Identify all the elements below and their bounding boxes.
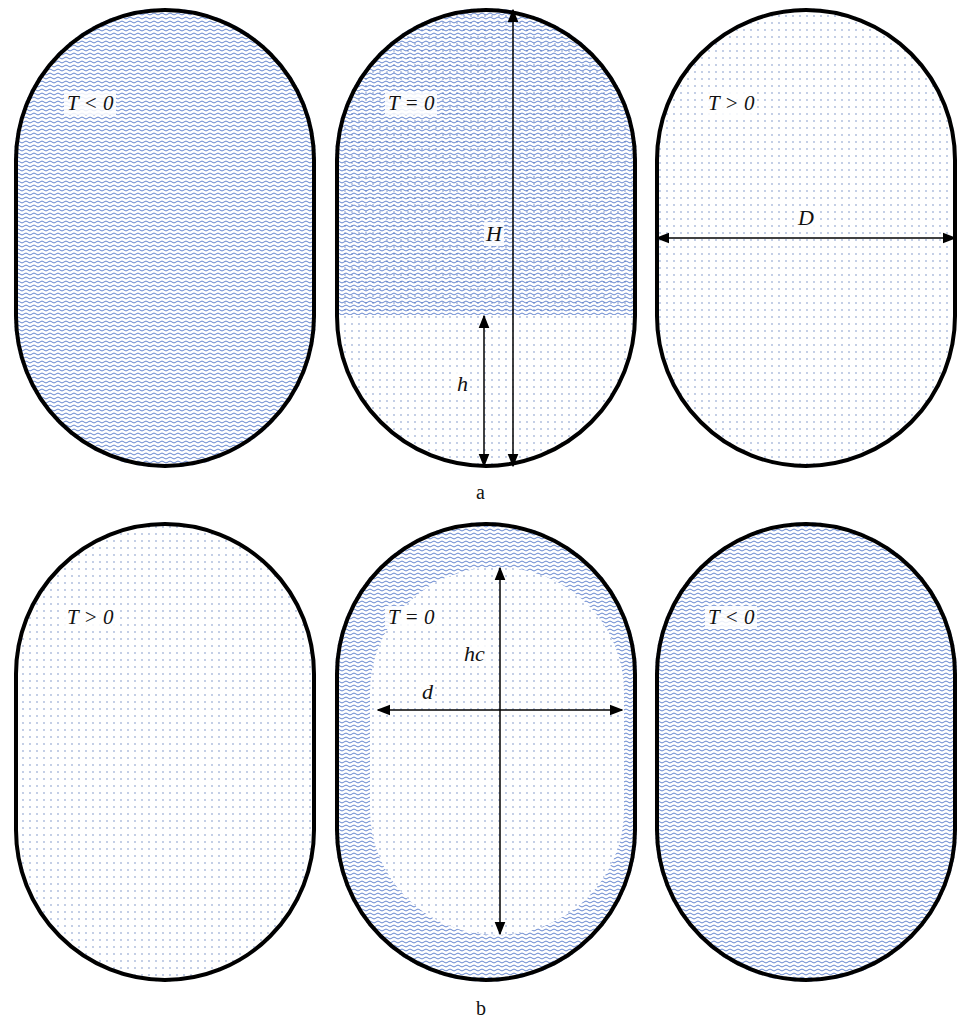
capsule-vessel: T < 0	[655, 522, 957, 982]
ice-fill	[655, 522, 957, 982]
dimension-label: hc	[462, 642, 487, 666]
dimension-label: h	[455, 372, 470, 396]
capsule-outline	[655, 522, 957, 982]
ice-fill	[335, 522, 637, 982]
water-fill	[14, 522, 316, 982]
temperature-label: T > 0	[705, 92, 757, 115]
dimension-label: d	[420, 680, 435, 704]
water-core	[370, 567, 624, 935]
ice-fill	[14, 8, 316, 468]
ice-fill	[335, 8, 637, 315]
water-fill	[655, 8, 957, 468]
dimension-line	[483, 316, 485, 466]
water-core	[370, 567, 624, 935]
subfigure-label: a	[474, 481, 487, 503]
capsule-vessel: T = 0	[335, 522, 637, 982]
dimension-label: D	[796, 206, 816, 230]
capsule-vessel: T < 0	[14, 8, 316, 468]
temperature-label: T = 0	[385, 606, 437, 629]
subfigure-label: b	[474, 997, 488, 1019]
dimension-line	[657, 237, 955, 239]
capsule-outline	[14, 522, 316, 982]
capsule-outline	[14, 8, 316, 468]
temperature-label: T < 0	[64, 92, 116, 115]
capsule-vessel: T > 0	[14, 522, 316, 982]
capsule-vessel: T > 0	[655, 8, 957, 468]
water-fill	[335, 8, 637, 468]
temperature-label: T = 0	[385, 92, 437, 115]
capsule-outline	[655, 8, 957, 468]
capsule-outline	[335, 522, 637, 982]
dimension-line	[512, 10, 514, 466]
dimension-line	[499, 568, 501, 934]
temperature-label: T < 0	[705, 606, 757, 629]
dimension-label: H	[484, 222, 504, 246]
temperature-label: T > 0	[64, 606, 116, 629]
dimension-line	[378, 709, 622, 711]
